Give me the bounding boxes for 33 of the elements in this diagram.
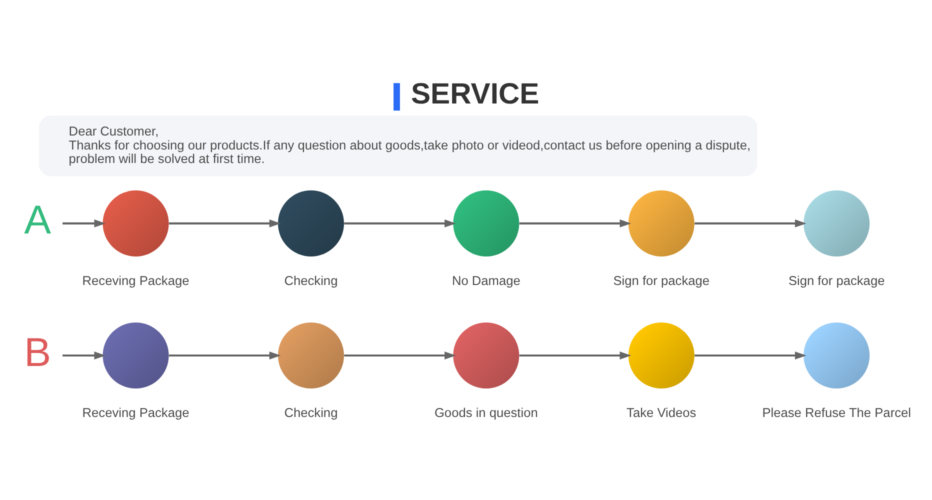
arrow xyxy=(519,351,632,360)
arrow xyxy=(694,351,806,360)
node-label: Sign for package xyxy=(613,272,710,288)
node-picture xyxy=(453,322,520,388)
node-picture xyxy=(804,190,870,256)
arrow xyxy=(168,351,281,360)
arrow xyxy=(62,351,106,360)
node-label: Take Videos xyxy=(626,404,696,420)
node-picture xyxy=(628,322,694,388)
arrow xyxy=(519,218,632,227)
arrow xyxy=(694,218,806,227)
node-label: Receving Package xyxy=(82,272,190,288)
arrow xyxy=(344,218,456,227)
node-picture xyxy=(628,190,694,256)
node-picture xyxy=(102,190,169,256)
arrow xyxy=(62,218,106,227)
node-text: B xyxy=(24,328,52,374)
diagram-title: SERVICE xyxy=(410,76,540,110)
arrow xyxy=(168,218,281,227)
node-label: Checking xyxy=(284,272,338,288)
node-text: A xyxy=(24,196,52,242)
arrow xyxy=(344,351,456,360)
node-label: No Damage xyxy=(452,272,520,288)
node-label: Receving Package xyxy=(82,404,190,420)
node-label: Please Refuse The Parcel xyxy=(762,404,911,420)
node-picture xyxy=(804,322,870,388)
node-picture xyxy=(453,190,520,256)
node-picture xyxy=(278,322,344,388)
node-picture xyxy=(102,322,169,388)
node-label: Goods in question xyxy=(434,404,538,420)
node-label: Checking xyxy=(284,404,338,420)
node-picture xyxy=(278,190,344,256)
node-label: Sign for package xyxy=(788,272,885,288)
